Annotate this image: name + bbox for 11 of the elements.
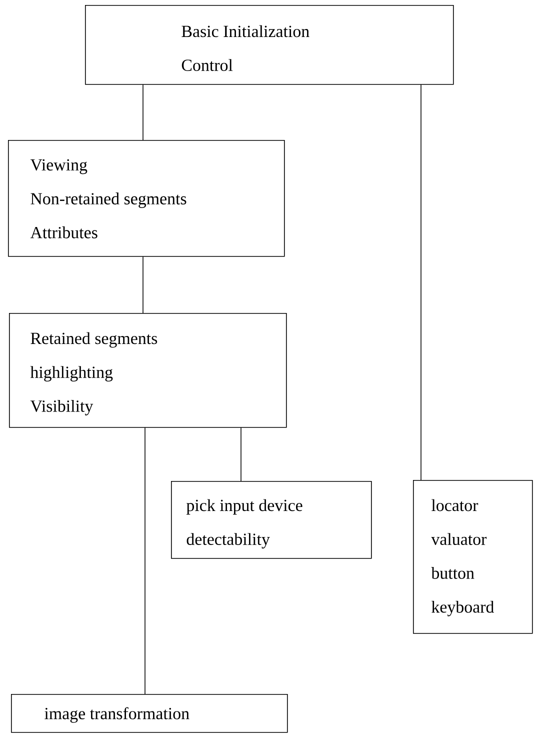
process-box: Viewing Non-retained segments Attributes: [8, 140, 285, 257]
process-box: Retained segments highlighting Visibility: [9, 313, 287, 428]
connector-line: [420, 84, 422, 480]
process-box: Basic Initialization Control: [85, 5, 454, 85]
process-box: image transformation: [11, 694, 288, 733]
connector-line: [240, 427, 242, 482]
process-box: pick input device detectability: [171, 481, 372, 559]
process-box: locator valuator button keyboard: [413, 480, 533, 634]
connector-line: [142, 84, 144, 140]
connector-line: [144, 427, 146, 694]
connector-line: [142, 256, 144, 314]
